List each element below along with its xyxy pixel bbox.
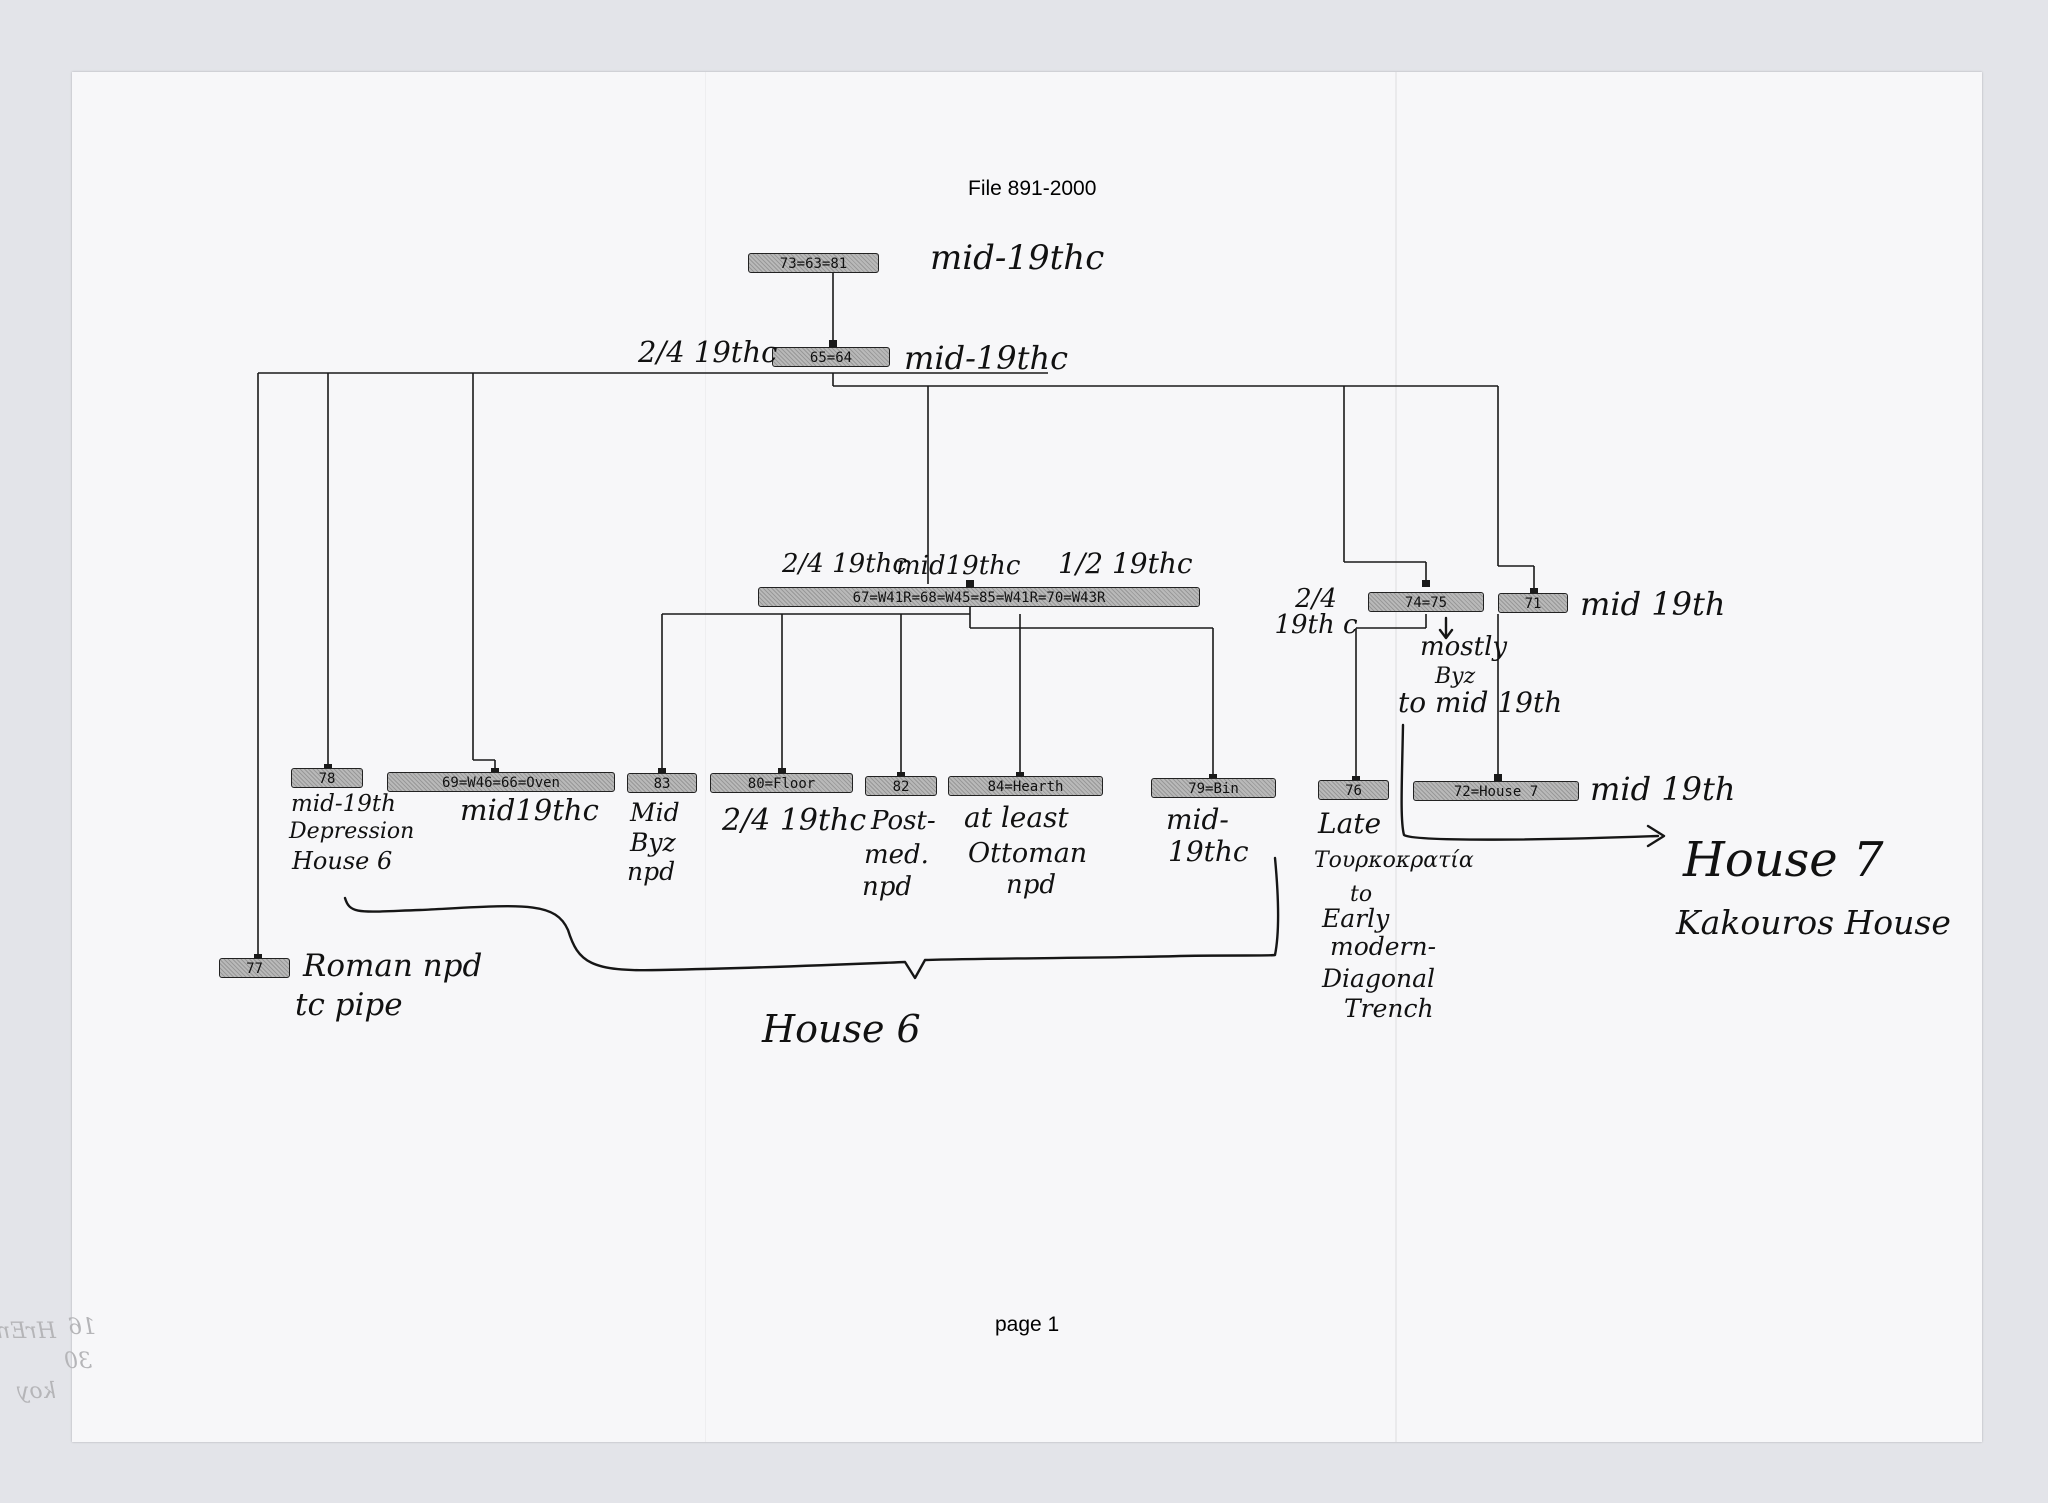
note-83-1: Mid — [630, 798, 680, 827]
note-79-2: 19thc — [1168, 835, 1249, 868]
note-78-2: Depression — [289, 819, 415, 844]
note-76-5: modern- — [1330, 932, 1437, 961]
note-72: mid 19th — [1590, 770, 1736, 808]
note-83-3: npd — [627, 857, 676, 886]
house7-subtitle: Kakouros House — [1676, 903, 1951, 942]
page-number: page 1 — [995, 1313, 1060, 1336]
fold-line — [1395, 72, 1397, 1442]
note-82-1: Post- — [871, 806, 936, 836]
node-79-bin: 79=Bin — [1151, 778, 1276, 798]
note-69: mid19thc — [460, 793, 599, 827]
note-76-7: Trench — [1344, 994, 1434, 1023]
node-65-64: 65=64 — [772, 347, 890, 367]
note-84-3: npd — [1006, 870, 1057, 900]
paper-sheet — [72, 72, 1982, 1442]
note-67-right: 1/2 19thc — [1058, 547, 1193, 580]
note-80: 2/4 19thc — [722, 803, 867, 838]
file-title: File 891-2000 — [968, 177, 1097, 200]
note-74-below-2: Byz — [1435, 664, 1476, 689]
note-83-2: Byz — [630, 828, 676, 857]
node-82: 82 — [865, 776, 937, 796]
note-65-left: 2/4 19thc — [638, 335, 778, 369]
note-74-left: 2/4 19th c — [1274, 584, 1358, 640]
node-73-63-81: 73=63=81 — [748, 253, 879, 273]
house6-label: House 6 — [762, 1007, 921, 1051]
note-77-1: Roman npd — [303, 948, 483, 984]
node-67-group: 67=W41R=68=W45=85=W41R=70=W43R — [758, 587, 1200, 607]
node-78: 78 — [291, 768, 363, 788]
note-74-below-3: to mid 19th — [1398, 686, 1563, 719]
node-84-hearth: 84=Hearth — [948, 776, 1103, 796]
note-76-2: Τουρκοκρατία — [1314, 848, 1474, 873]
note-73: mid-19thc — [930, 238, 1105, 278]
note-76-4: Early — [1322, 904, 1390, 933]
note-71: mid 19th — [1580, 585, 1726, 623]
note-67-left: 2/4 19thc — [782, 549, 907, 579]
note-82-3: npd — [862, 872, 913, 902]
note-77-2: tc pipe — [295, 987, 403, 1023]
house7-arrow — [1400, 723, 1660, 841]
note-84-1: at least — [964, 801, 1069, 834]
note-78-1: mid-19th — [291, 791, 396, 817]
node-80-floor: 80=Floor — [710, 773, 853, 793]
note-82-2: med. — [864, 840, 929, 870]
note-76-6: Diagonal — [1322, 964, 1436, 993]
node-71: 71 — [1498, 593, 1568, 613]
note-78-3: House 6 — [292, 847, 393, 875]
node-74-75: 74=75 — [1368, 592, 1484, 612]
house7-label: House 7 — [1683, 832, 1884, 888]
note-84-2: Ottoman — [968, 838, 1088, 869]
note-65-right: mid-19thc — [904, 339, 1068, 377]
house6-bracket — [343, 856, 1280, 980]
node-77: 77 — [219, 958, 290, 978]
node-83: 83 — [627, 773, 697, 793]
note-67-mid: mid19thc — [896, 551, 1021, 581]
note-79-1: mid- — [1166, 803, 1229, 836]
node-69-oven: 69=W46=66=Oven — [387, 772, 615, 792]
node-72-house7: 72=House 7 — [1413, 781, 1579, 801]
note-74-below-1: mostly — [1420, 632, 1508, 662]
note-76-1: Late — [1318, 807, 1382, 840]
note-76-3: to — [1350, 882, 1373, 907]
node-76: 76 — [1318, 780, 1389, 800]
